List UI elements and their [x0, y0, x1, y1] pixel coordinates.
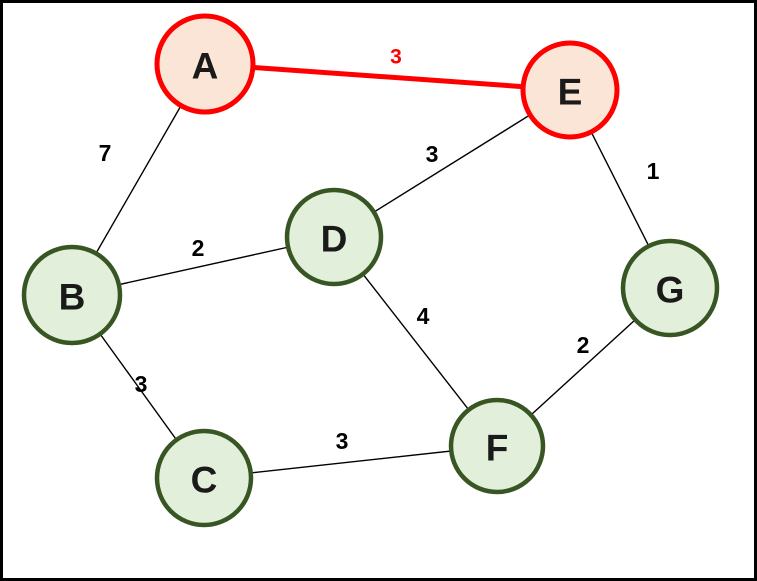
edge-weight-D-F: 4: [417, 303, 430, 329]
node-G: G: [620, 238, 720, 338]
edge-weight-B-D: 2: [192, 235, 205, 261]
node-label-D: D: [321, 219, 348, 260]
node-B: B: [21, 244, 123, 346]
edge-weight-B-C: 3: [135, 371, 148, 397]
node-circle-D: [284, 187, 384, 287]
edge-weight-E-G: 1: [647, 158, 660, 184]
node-circle-C: [154, 428, 254, 528]
node-circle-G: [620, 238, 720, 338]
node-label-A: A: [192, 46, 219, 87]
node-circle-A: [154, 13, 256, 115]
node-circle-E: [520, 40, 620, 140]
node-label-G: G: [656, 270, 685, 311]
node-circle-F: [448, 397, 546, 495]
node-C: C: [154, 428, 254, 528]
edge-A-E: [202, 61, 573, 93]
node-A: A: [154, 13, 256, 115]
node-label-B: B: [59, 277, 86, 318]
node-F: F: [448, 397, 546, 495]
node-label-C: C: [191, 460, 218, 501]
node-label-E: E: [558, 72, 583, 113]
edge-weight-D-E: 3: [426, 141, 439, 167]
edge-weight-F-G: 2: [577, 332, 590, 358]
edge-weight-A-E: 3: [390, 46, 402, 69]
edge-weight-C-F: 3: [336, 428, 349, 454]
node-circle-B: [21, 244, 123, 346]
node-D: D: [284, 187, 384, 287]
graph-canvas: 3 7 3 1 2 3 4 2 3 A E B D G F C: [21, 13, 720, 528]
edge-weight-A-B: 7: [99, 140, 112, 166]
node-E: E: [520, 40, 620, 140]
node-label-F: F: [486, 428, 509, 469]
